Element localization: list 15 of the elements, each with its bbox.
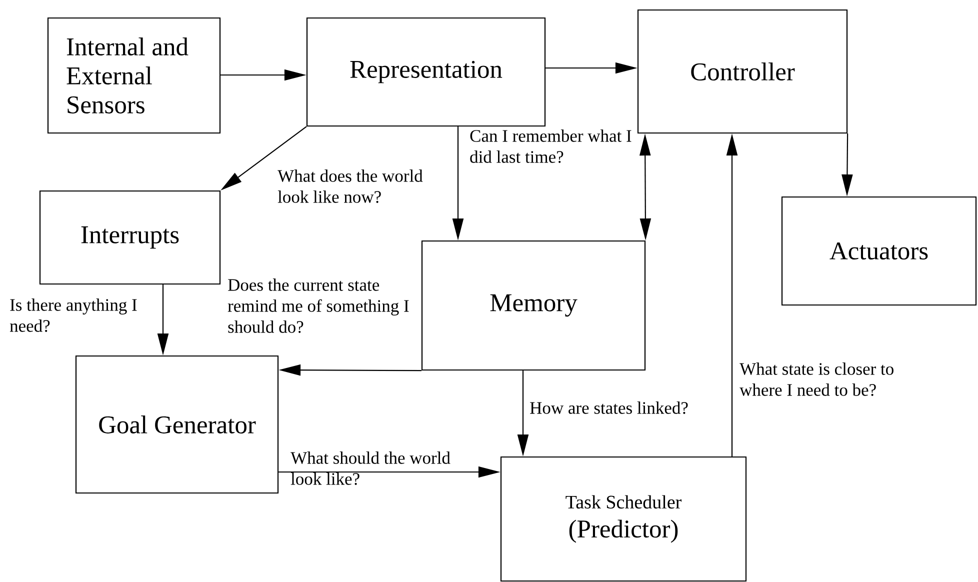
edge-label: What does the world look like now? (278, 170, 423, 203)
process-box: Actuators (781, 196, 977, 306)
edge-label: Does the current state remind me of something I should do? (228, 278, 409, 333)
process-box: Task Scheduler (Predictor) (500, 456, 747, 582)
process-box: Controller (637, 9, 848, 134)
process-box: Memory (421, 240, 646, 371)
edge-label: What state is closer to where I need to be? (740, 362, 894, 396)
process-box: Goal Generator (75, 355, 279, 494)
edge-label: Is there anything I need? (10, 298, 137, 332)
sensor-box: Internal and External Sensors (47, 17, 221, 134)
process-box: Interrupts (39, 190, 221, 285)
edge-label: What should the world look like? (290, 452, 450, 485)
process-box: Representation (306, 17, 546, 127)
edge-label: How are states linked? (530, 402, 688, 414)
edge-label: Can I remember what I did last time? (470, 130, 632, 163)
